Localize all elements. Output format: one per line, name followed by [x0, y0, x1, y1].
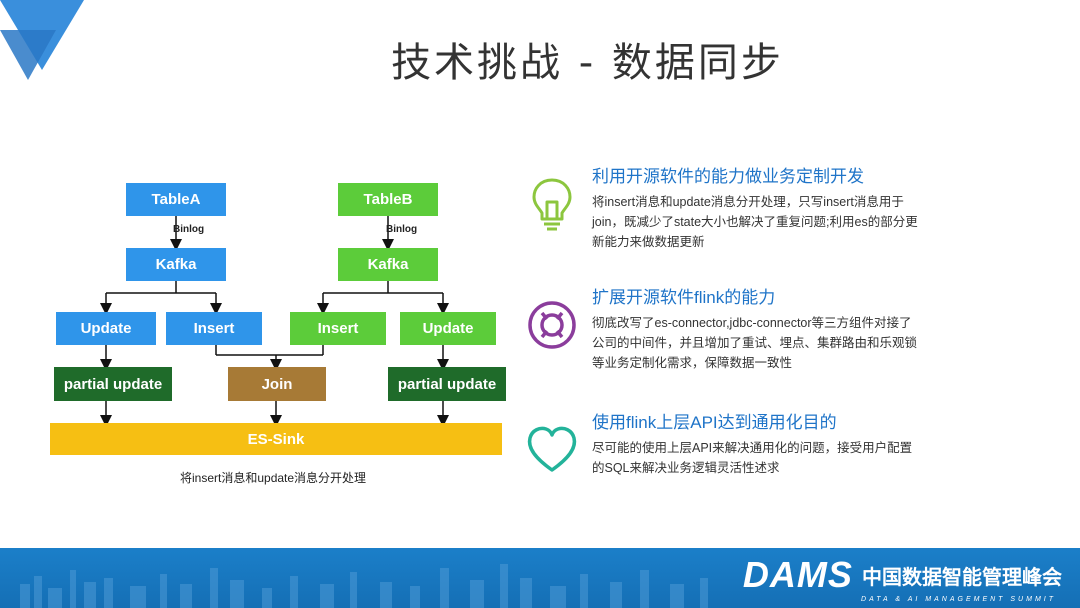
- edge-label-binlog-a: Binlog: [173, 224, 205, 235]
- node-table-b: TableB: [338, 183, 438, 216]
- node-partial-update-b: partial update: [388, 367, 506, 401]
- feature-title: 使用flink上层API达到通用化目的: [592, 413, 837, 432]
- node-insert-b: Insert: [290, 312, 386, 345]
- brand-subtitle: DATA & AI MANAGEMENT SUMMIT: [861, 596, 1056, 603]
- feature-item: 利用开源软件的能力做业务定制开发 将insert消息和update消息分开处理，…: [522, 162, 922, 262]
- page-title: 技术挑战 - 数据同步: [391, 40, 784, 86]
- dams-brand: DAMS 中国数据智能管理峰会 DATA & AI MANAGEMENT SUM…: [742, 554, 1062, 603]
- city-skyline-icon: [20, 564, 708, 608]
- brand-cn-name: 中国数据智能管理峰会: [862, 564, 1062, 589]
- node-table-a: TableA: [126, 183, 226, 216]
- node-update-a: Update: [56, 312, 156, 345]
- node-kafka-a: Kafka: [126, 248, 226, 281]
- edge-label-binlog-b: Binlog: [386, 224, 418, 235]
- brand-logo: DAMS: [742, 554, 853, 595]
- footer-banner: DAMS 中国数据智能管理峰会 DATA & AI MANAGEMENT SUM…: [0, 548, 1080, 608]
- corner-logo-icon: [0, 0, 84, 80]
- lightbulb-icon: [532, 178, 572, 231]
- feature-description: 尽可能的使用上层API来解决通用化的问题，接受用户配置的SQL来解决业务逻辑灵活…: [592, 441, 913, 475]
- feature-title: 扩展开源软件flink的能力: [592, 288, 776, 307]
- feature-item: 使用flink上层API达到通用化目的 尽可能的使用上层API来解决通用化的问题…: [522, 408, 922, 488]
- diagram-connectors: [100, 216, 449, 427]
- heart-icon: [527, 426, 577, 472]
- feature-item: 扩展开源软件flink的能力 彻底改写了es-connector,jdbc-co…: [522, 283, 922, 383]
- node-update-b: Update: [400, 312, 496, 345]
- node-kafka-b: Kafka: [338, 248, 438, 281]
- feature-description: 将insert消息和update消息分开处理，只写insert消息用于join，…: [592, 195, 918, 249]
- lifebuoy-icon: [528, 301, 576, 349]
- data-sync-diagram: TableA TableB Binlog Binlog Kafka Kafka …: [48, 175, 508, 460]
- diagram-caption: 将insert消息和update消息分开处理: [180, 471, 367, 485]
- feature-description: 彻底改写了es-connector,jdbc-connector等三方组件对接了…: [592, 316, 918, 370]
- node-insert-a: Insert: [166, 312, 262, 345]
- node-join: Join: [228, 367, 326, 401]
- node-partial-update-a: partial update: [54, 367, 172, 401]
- node-es-sink: ES-Sink: [50, 423, 502, 455]
- feature-title: 利用开源软件的能力做业务定制开发: [592, 167, 864, 186]
